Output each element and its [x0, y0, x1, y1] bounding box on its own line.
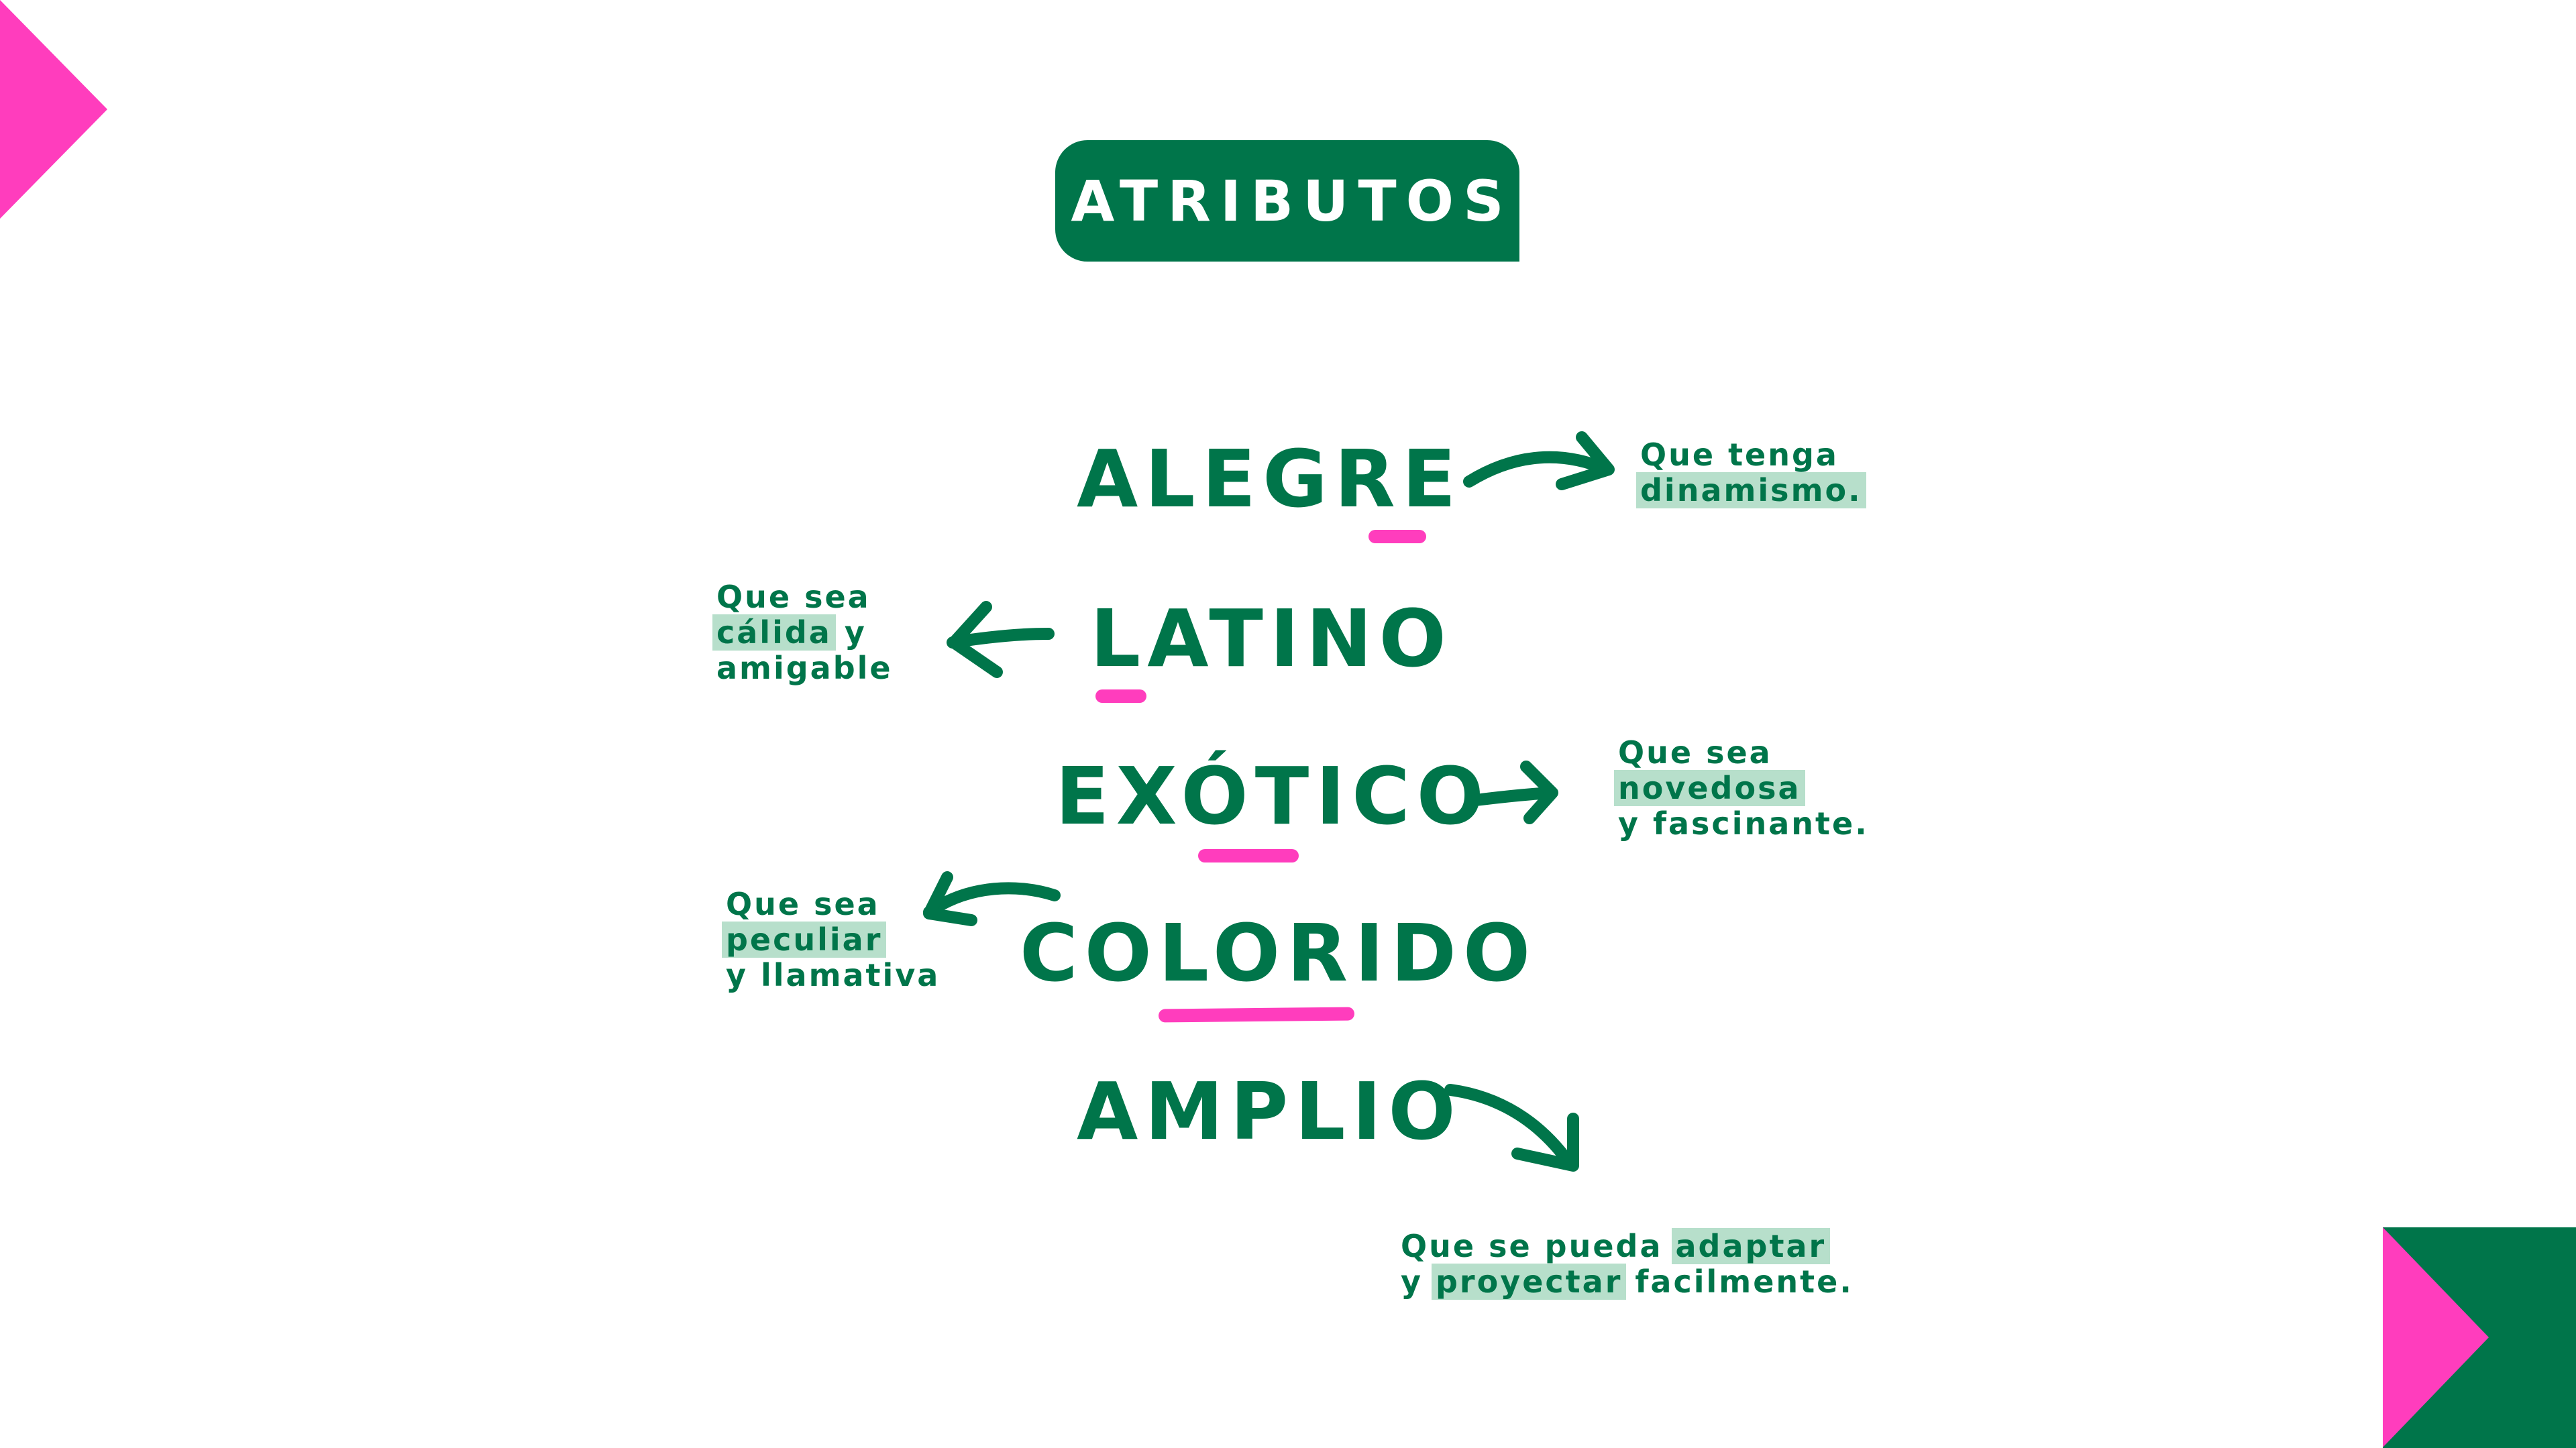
desc-exotico-line3: y fascinante.: [1618, 805, 1869, 842]
desc-amplio-highlight1: adaptar: [1671, 1228, 1831, 1264]
title-badge: ATRIBUTOS: [1055, 140, 1519, 262]
word-amplio: AMPLIO: [1077, 1065, 1462, 1158]
desc-amplio-line2-after: facilmente.: [1622, 1264, 1854, 1300]
desc-colorido-line1: Que sea: [726, 886, 880, 922]
page-title: ATRIBUTOS: [1071, 168, 1513, 234]
corner-triangle-bottom-right: [2383, 1227, 2489, 1447]
word-exotico: EXÓTICO: [1055, 750, 1491, 842]
desc-latino-line1: Que sea: [716, 579, 871, 615]
desc-amplio-highlight2: proyectar: [1432, 1264, 1627, 1300]
underline-alegre: [1368, 530, 1426, 543]
desc-amplio-line1-before: Que se pueda: [1401, 1228, 1676, 1264]
desc-latino-after: y: [831, 614, 867, 651]
arrow-left-icon: [947, 601, 1055, 678]
underline-exotico: [1198, 849, 1299, 862]
word-alegre: ALEGRE: [1077, 433, 1463, 525]
desc-colorido-highlight: peculiar: [722, 922, 887, 958]
underline-colorido: [1158, 1007, 1355, 1023]
desc-colorido-line3: y llamativa: [726, 957, 941, 993]
desc-exotico-line1: Que sea: [1618, 734, 1772, 771]
word-latino: LATINO: [1090, 592, 1453, 685]
corner-triangle-top-left: [0, 0, 107, 219]
arrow-down-right-icon: [1444, 1084, 1579, 1172]
desc-exotico-highlight: novedosa: [1614, 770, 1805, 806]
desc-latino-line3: amigable: [716, 650, 893, 686]
desc-alegre-line1: Que tenga: [1640, 437, 1839, 473]
word-colorido: COLORIDO: [1020, 907, 1538, 999]
desc-latino-highlight: cálida: [712, 614, 836, 651]
desc-amplio: Que se pueda adaptar y proyectar facilme…: [1401, 1228, 1854, 1300]
desc-colorido: Que sea peculiar y llamativa: [722, 886, 941, 993]
desc-exotico: Que sea novedosa y fascinante.: [1614, 734, 1869, 842]
desc-alegre: Que tenga dinamismo.: [1636, 437, 1866, 508]
arrow-right-icon: [1463, 431, 1615, 490]
desc-alegre-highlight: dinamismo.: [1636, 472, 1866, 508]
underline-latino: [1095, 689, 1146, 703]
desc-latino: Que sea cálida y amigable: [712, 579, 893, 686]
desc-amplio-line2-before: y: [1401, 1264, 1436, 1300]
